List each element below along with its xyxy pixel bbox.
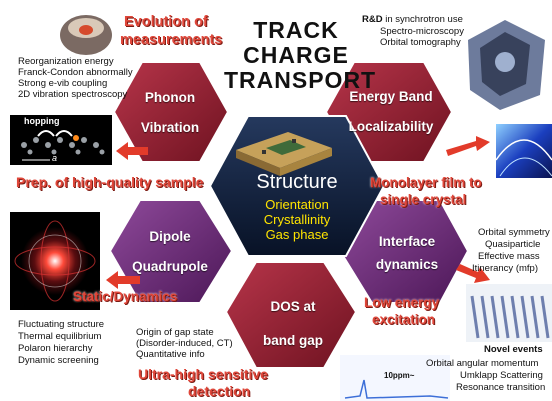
hopping-image: [10, 115, 112, 165]
heading-lowenergy-1: Low energy: [364, 295, 440, 310]
note-fluctuating: Fluctuating structure: [18, 319, 105, 330]
title-line-3: TRANSPORT: [224, 67, 377, 93]
note-origin-gap: Origin of gap state: [136, 327, 214, 338]
hex-energy-label-2: Localizability: [348, 119, 434, 134]
hex-dipole: [108, 199, 234, 304]
quadrupole-image: [10, 212, 100, 310]
title-line-2: CHARGE: [243, 42, 349, 68]
arrow-dipole: [106, 271, 140, 289]
heading-lowenergy-2: excitation: [372, 312, 436, 327]
hex-dos-label-1: DOS at: [270, 299, 316, 314]
note-rnd-rest: in synchrotron use: [382, 14, 463, 25]
heading-prep: Prep. of high-quality sample: [16, 174, 204, 190]
structure-line-2: Crystallinity: [263, 212, 331, 227]
note-rnd: R&D in synchrotron use: [362, 15, 463, 25]
novel-events-title: Novel events: [484, 344, 543, 355]
hex-interface-label-1: Interface: [378, 234, 436, 249]
note-umklapp: Umklapp Scattering: [460, 370, 543, 381]
heading-monolayer-1: Monolayer film to: [370, 175, 482, 190]
hex-dos-label-2: band gap: [263, 333, 323, 348]
note-orbital-symmetry: Orbital symmetry: [478, 227, 550, 238]
structure-line-3: Gas phase: [265, 227, 329, 242]
hopping-label: hopping: [24, 116, 60, 126]
note-polaron: Polaron hierarchy: [18, 343, 93, 354]
arrow-interface: [456, 264, 490, 283]
hex-phonon-label-1: Phonon: [144, 90, 196, 105]
note-quantitative: Quantitative info: [136, 349, 205, 360]
note-disorder: (Disorder-induced, CT): [136, 338, 233, 349]
note-spectro-microscopy: Spectro-microscopy: [380, 26, 464, 37]
note-2d-spectroscopy: 2D vibration spectroscopy: [18, 89, 128, 100]
hex-dipole-label-1: Dipole: [149, 229, 191, 244]
arrow-phonon: [116, 142, 148, 160]
note-effective-mass: Effective mass: [478, 251, 540, 262]
note-evib: Strong e-vib coupling: [18, 78, 108, 89]
heading-evolution-2: measurements: [120, 32, 223, 48]
note-quasiparticle: Quasiparticle: [485, 239, 541, 250]
heading-evolution-1: Evolution of: [124, 14, 208, 30]
hex-energy-label-1: Energy Band: [349, 89, 433, 104]
arrow-energy: [446, 136, 490, 156]
note-thermal: Thermal equilibrium: [18, 331, 102, 342]
structure-title: Structure: [256, 171, 338, 193]
heading-monolayer-2: single crystal: [380, 192, 467, 207]
structure-line-1: Orientation: [265, 197, 329, 212]
spectrum-image: [340, 355, 450, 401]
hex-dos: [224, 261, 358, 369]
note-orbital-angular: Orbital angular momentum: [426, 358, 539, 369]
hex-phonon: [112, 61, 230, 163]
heading-ultra-1: Ultra-high sensitive: [138, 366, 268, 382]
ppm-label: 10ppm~: [384, 371, 415, 380]
hex-dipole-label-2: Quadrupole: [132, 259, 208, 274]
heading-static: Static/Dynamics: [73, 289, 178, 304]
note-franck-condon: Franck-Condon abnormally: [18, 67, 133, 78]
synchrotron-image: [468, 20, 545, 110]
note-resonance: Resonance transition: [456, 382, 546, 393]
note-itinerancy: Itinerancy (mfp): [472, 263, 538, 274]
title-line-1: TRACK: [253, 17, 339, 43]
lattice-label: a: [52, 153, 58, 163]
heading-ultra-2: detection: [188, 383, 251, 399]
vibration-icon: [60, 15, 112, 55]
note-rnd-lead: R&D: [362, 14, 383, 25]
note-reorganization: Reorganization energy: [18, 56, 114, 67]
note-orbital-tomography: Orbital tomography: [380, 37, 461, 48]
molecular-array-image: [466, 284, 552, 342]
hex-phonon-label-2: Vibration: [140, 120, 200, 135]
band-structure-image: [495, 124, 552, 178]
device-image: [236, 132, 332, 176]
note-screening: Dynamic screening: [18, 355, 99, 366]
hex-interface-label-2: dynamics: [375, 257, 439, 272]
